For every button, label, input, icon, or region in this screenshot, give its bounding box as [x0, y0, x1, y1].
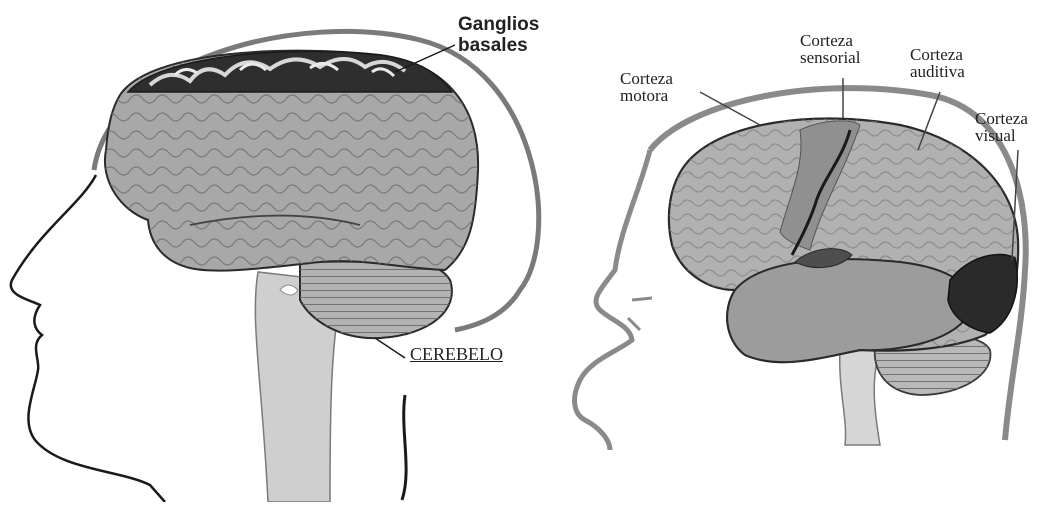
left-leader-cerebelo	[375, 338, 405, 358]
label-visual-line1: Corteza	[975, 110, 1028, 127]
label-sensorial-line2: sensorial	[800, 49, 860, 66]
left-neck-back	[402, 395, 406, 500]
label-sensorial-line1: Corteza	[800, 32, 860, 49]
label-ganglios-line1: Ganglios	[458, 14, 539, 35]
label-corteza-motora: Corteza motora	[620, 70, 673, 104]
label-visual-line2: visual	[975, 127, 1028, 144]
label-corteza-visual: Corteza visual	[975, 110, 1028, 144]
label-ganglios-basales: Ganglios basales	[458, 14, 539, 56]
left-face-profile	[11, 175, 165, 502]
right-brain-figure	[575, 78, 1026, 450]
label-corteza-sensorial: Corteza sensorial	[800, 32, 860, 66]
label-corteza-auditiva: Corteza auditiva	[910, 46, 965, 80]
label-cerebelo: CEREBELO	[410, 346, 503, 363]
left-brain-figure	[11, 31, 539, 502]
label-ganglios-line2: basales	[458, 35, 539, 56]
label-motora-line2: motora	[620, 87, 673, 104]
label-auditiva-line1: Corteza	[910, 46, 965, 63]
label-motora-line1: Corteza	[620, 70, 673, 87]
right-brainstem	[840, 350, 880, 445]
label-auditiva-line2: auditiva	[910, 63, 965, 80]
